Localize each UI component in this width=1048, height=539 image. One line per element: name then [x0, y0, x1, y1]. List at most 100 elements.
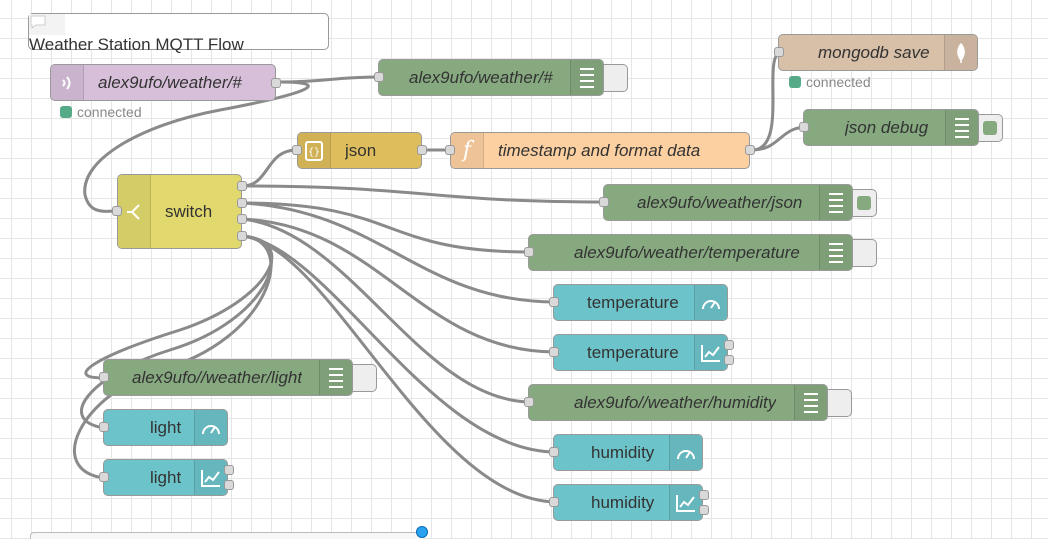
- node-label: alex9ufo/weather/json: [637, 192, 803, 212]
- comment-bubble-icon: [29, 14, 65, 35]
- switch-icon: [118, 175, 151, 248]
- mqtt-in-node[interactable]: alex9ufo/weather/#: [50, 64, 276, 101]
- input-port[interactable]: [292, 145, 302, 155]
- debug-toggle-button[interactable]: [353, 364, 377, 392]
- chart-light-node[interactable]: light: [103, 459, 228, 496]
- svg-text:{}: {}: [308, 147, 320, 158]
- node-label: light: [150, 467, 182, 487]
- output-port-1[interactable]: [724, 340, 734, 350]
- output-port-2[interactable]: [224, 480, 234, 490]
- node-label: json debug: [845, 117, 929, 137]
- node-label: humidity: [591, 492, 655, 512]
- function-icon: f: [451, 133, 484, 168]
- status-dot-icon: [60, 106, 72, 118]
- output-port[interactable]: [271, 78, 281, 88]
- debug-active-indicator: [983, 121, 997, 135]
- mqtt-out-humidity-node[interactable]: alex9ufo//weather/humidity: [528, 384, 828, 421]
- input-port[interactable]: [774, 47, 784, 57]
- node-label: alex9ufo/weather/#: [409, 67, 553, 87]
- debug-toggle-button[interactable]: [979, 114, 1003, 142]
- output-port-1[interactable]: [699, 490, 709, 500]
- debug-toggle-button[interactable]: [604, 64, 628, 92]
- node-label: switch: [165, 201, 213, 221]
- flow-comment-title: Weather Station MQTT Flow: [29, 35, 244, 54]
- flow-comment-node[interactable]: Weather Station MQTT Flow: [28, 13, 329, 54]
- input-port[interactable]: [374, 72, 384, 82]
- switch-node[interactable]: switch: [117, 174, 242, 249]
- input-port[interactable]: [112, 206, 122, 216]
- input-port[interactable]: [445, 145, 455, 155]
- status-connected: connected: [789, 74, 871, 90]
- list-icon: [570, 60, 603, 95]
- input-port[interactable]: [549, 447, 559, 457]
- chart-icon: [669, 485, 702, 520]
- node-label: alex9ufo/weather/#: [98, 72, 242, 92]
- gauge-icon: [194, 410, 227, 445]
- node-label: json: [345, 140, 377, 160]
- mqtt-out-weather-node[interactable]: alex9ufo/weather/#: [378, 59, 604, 96]
- mqtt-out-temperature-node[interactable]: alex9ufo/weather/temperature: [528, 234, 853, 271]
- node-label: temperature: [587, 342, 679, 362]
- gauge-icon: [669, 435, 702, 470]
- output-port-2[interactable]: [237, 198, 247, 208]
- list-icon: [819, 235, 852, 270]
- output-port-4[interactable]: [237, 231, 247, 241]
- input-port[interactable]: [524, 247, 534, 257]
- status-dot-icon: [789, 76, 801, 88]
- leaf-icon: [944, 35, 977, 70]
- list-icon: [819, 185, 852, 220]
- debug-toggle-button[interactable]: [828, 389, 852, 417]
- input-port[interactable]: [799, 122, 809, 132]
- status-label: connected: [806, 74, 871, 90]
- list-icon: [945, 110, 978, 145]
- node-label: timestamp and format data: [498, 140, 701, 160]
- json-debug-node[interactable]: json debug: [803, 109, 979, 146]
- input-port[interactable]: [524, 397, 534, 407]
- output-port-2[interactable]: [699, 505, 709, 515]
- node-label: light: [150, 417, 182, 437]
- scroll-handle-icon[interactable]: [416, 526, 428, 538]
- input-port[interactable]: [99, 422, 109, 432]
- output-port-1[interactable]: [237, 181, 247, 191]
- node-label: alex9ufo//weather/light: [132, 367, 303, 387]
- mqtt-out-light-node[interactable]: alex9ufo//weather/light: [103, 359, 353, 396]
- debug-toggle-button[interactable]: [853, 239, 877, 267]
- input-port[interactable]: [99, 372, 109, 382]
- debug-toggle-button[interactable]: [853, 189, 877, 217]
- node-label: temperature: [587, 292, 679, 312]
- node-label: humidity: [591, 442, 655, 462]
- gauge-temperature-node[interactable]: temperature: [553, 284, 728, 321]
- gauge-humidity-node[interactable]: humidity: [553, 434, 703, 471]
- list-icon: [794, 385, 827, 420]
- status-connected: connected: [60, 104, 142, 120]
- chart-icon: [194, 460, 227, 495]
- output-port-3[interactable]: [237, 214, 247, 224]
- node-label: mongodb save: [818, 42, 930, 62]
- input-port[interactable]: [99, 472, 109, 482]
- output-port[interactable]: [417, 145, 427, 155]
- node-label: alex9ufo//weather/humidity: [574, 392, 777, 412]
- mqtt-out-json-node[interactable]: alex9ufo/weather/json: [603, 184, 853, 221]
- chart-icon: [694, 335, 727, 370]
- horizontal-scrollbar[interactable]: [30, 532, 423, 539]
- chart-temperature-node[interactable]: temperature: [553, 334, 728, 371]
- gauge-icon: [694, 285, 727, 320]
- input-port[interactable]: [549, 497, 559, 507]
- output-port-2[interactable]: [724, 355, 734, 365]
- mongodb-save-node[interactable]: mongodb save: [778, 34, 978, 71]
- list-icon: [319, 360, 352, 395]
- output-port-1[interactable]: [224, 465, 234, 475]
- output-port[interactable]: [745, 145, 755, 155]
- mqtt-wave-icon: [51, 65, 84, 100]
- json-node[interactable]: {} json: [297, 132, 422, 169]
- debug-active-indicator: [857, 196, 871, 210]
- function-node[interactable]: f timestamp and format data: [450, 132, 750, 169]
- input-port[interactable]: [549, 347, 559, 357]
- status-label: connected: [77, 104, 142, 120]
- input-port[interactable]: [599, 197, 609, 207]
- gauge-light-node[interactable]: light: [103, 409, 228, 446]
- braces-icon: {}: [298, 133, 331, 168]
- chart-humidity-node[interactable]: humidity: [553, 484, 703, 521]
- input-port[interactable]: [549, 297, 559, 307]
